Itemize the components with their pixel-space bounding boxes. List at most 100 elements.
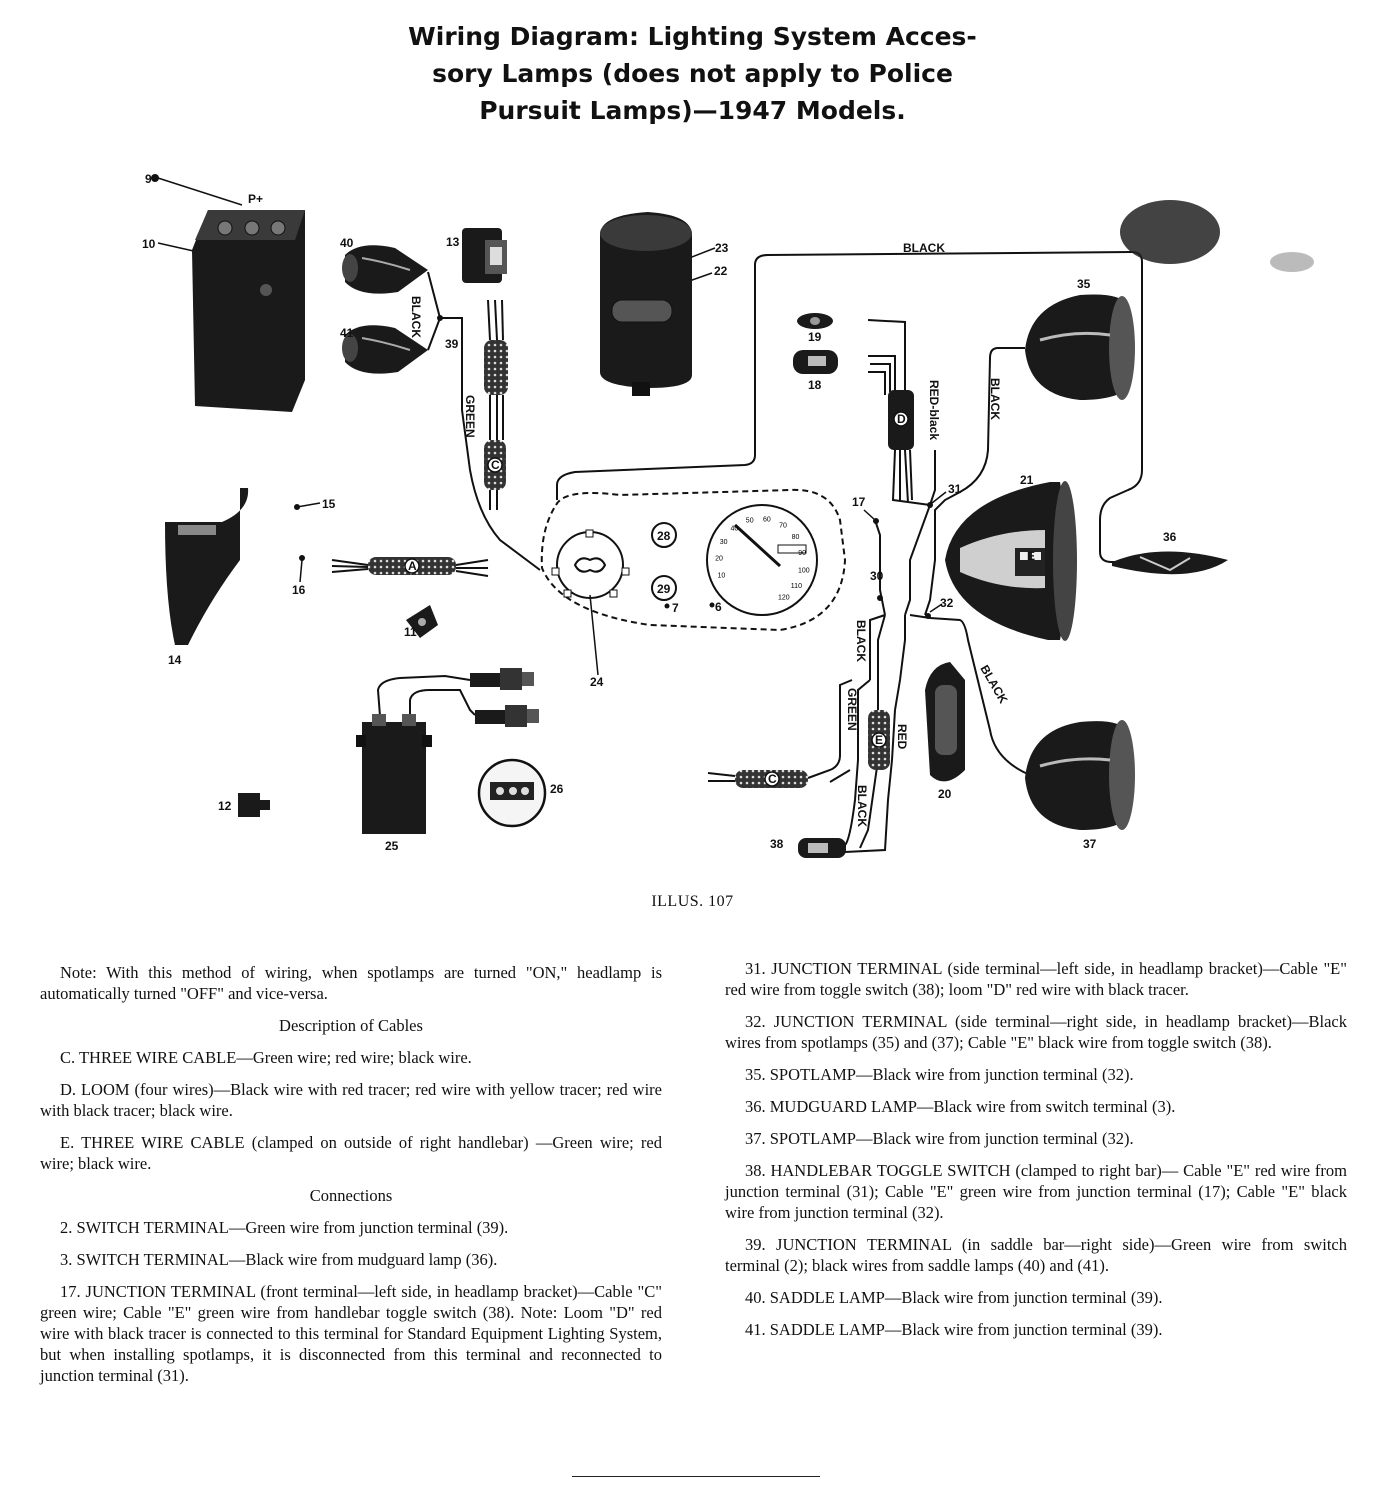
wire-label-red-center: RED <box>895 724 909 750</box>
spark-plug-upper <box>470 668 534 690</box>
speedometer-tick-label: 40 <box>731 525 739 532</box>
saddle-lamp-40 <box>342 245 428 294</box>
junction-dots <box>151 174 933 619</box>
entry-description: (clamped on outside of right handlebar) … <box>40 1133 662 1173</box>
ignition-coil-25 <box>356 714 432 834</box>
entry-item: 32. JUNCTION TERMINAL (side terminal—rig… <box>725 1011 1347 1053</box>
wire-label-black-35: BLACK <box>988 378 1002 420</box>
entry-item: C. THREE WIRE CABLE—Green wire; red wire… <box>40 1047 662 1068</box>
toggle-switch-38 <box>798 838 846 858</box>
right-column: 31. JUNCTION TERMINAL (side terminal—lef… <box>725 958 1347 1351</box>
label-15: 15 <box>322 497 336 511</box>
left-connections-list: 2. SWITCH TERMINAL—Green wire from junct… <box>40 1217 662 1386</box>
entry-item: 3. SWITCH TERMINAL—Black wire from mudgu… <box>40 1249 662 1270</box>
cable-c-braid-left <box>484 440 506 490</box>
terminal-9-dot <box>151 174 159 182</box>
cable-a-braid <box>368 557 456 575</box>
cable-letter-c-lower: C <box>768 772 777 786</box>
pointer-16 <box>299 559 303 583</box>
entry-description: —Black wire from junction terminal (32). <box>855 1065 1134 1084</box>
speedometer-tick-label: 20 <box>715 555 723 562</box>
pointer-31 <box>931 491 947 504</box>
wire-center-bundle <box>869 504 1031 776</box>
label-10: 10 <box>142 237 156 251</box>
entry-description: (front terminal—left side, in headlamp b… <box>40 1282 662 1385</box>
part-26-circuit-breaker <box>477 758 547 828</box>
wires <box>157 177 1143 853</box>
wire-label-black-38: BLACK <box>855 785 869 827</box>
entry-name: 31. JUNCTION TERMINAL <box>745 959 942 978</box>
entry-item: D. LOOM (four wires)—Black wire with red… <box>40 1079 662 1121</box>
speedometer-tick-label: 100 <box>798 567 810 574</box>
spotlamp-37 <box>1025 720 1135 830</box>
speedometer-tick-label: 110 <box>791 583 802 590</box>
entry-name: E. THREE WIRE CABLE <box>60 1133 245 1152</box>
cable-braid-upper <box>484 340 508 395</box>
terminal-15-dot <box>294 504 300 510</box>
label-13: 13 <box>446 235 460 249</box>
ignition-switch <box>556 531 624 599</box>
entry-description: (clamped to right bar)— Cable "E" red wi… <box>725 1161 1347 1222</box>
ink-smudge <box>1120 200 1314 272</box>
label-41: 41 <box>340 326 354 340</box>
entry-item: 37. SPOTLAMP—Black wire from junction te… <box>725 1128 1347 1149</box>
pointer-15 <box>296 502 321 508</box>
entry-name: 17. JUNCTION TERMINAL <box>60 1282 256 1301</box>
wire-label-black-top: BLACK <box>903 241 945 255</box>
left-column: Note: With this method of wiring, when s… <box>40 962 662 1397</box>
junction-17-dot <box>873 518 879 524</box>
cables-list: C. THREE WIRE CABLE—Green wire; red wire… <box>40 1047 662 1174</box>
label-11: 11 <box>404 625 417 639</box>
speedometer-tick-label: 120 <box>778 594 790 601</box>
right-connections-list: 31. JUNCTION TERMINAL (side terminal—lef… <box>725 958 1347 1340</box>
title-line-3: Pursuit Lamps)—1947 Models. <box>479 96 906 125</box>
label-25: 25 <box>385 839 399 853</box>
entry-item: 2. SWITCH TERMINAL—Green wire from junct… <box>40 1217 662 1238</box>
label-26: 26 <box>550 782 564 796</box>
entry-item: 36. MUDGUARD LAMP—Black wire from switch… <box>725 1096 1347 1117</box>
cable-c-braid <box>735 770 808 788</box>
wire-cable-a <box>331 559 489 577</box>
headlamp-21 <box>945 481 1077 641</box>
label-28: 28 <box>657 529 671 543</box>
label-7: 7 <box>672 601 679 615</box>
label-37: 37 <box>1083 837 1097 851</box>
entry-item: E. THREE WIRE CABLE (clamped on outside … <box>40 1132 662 1174</box>
entry-item: 31. JUNCTION TERMINAL (side terminal—lef… <box>725 958 1347 1000</box>
wire-black-saddle <box>427 271 441 351</box>
pointer-24 <box>589 594 599 676</box>
entry-name: 2. SWITCH TERMINAL <box>60 1218 229 1237</box>
title-line-1: Wiring Diagram: Lighting System Acces- <box>408 22 977 51</box>
speedometer-tick-label: 50 <box>746 518 754 525</box>
illustration-caption: ILLUS. 107 <box>651 893 734 910</box>
wire-label-green-center: GREEN <box>845 688 859 731</box>
part-12-connector <box>238 793 270 817</box>
battery <box>192 210 305 412</box>
label-14: 14 <box>168 653 182 667</box>
entry-description: —Black wire from mudguard lamp (36). <box>228 1250 498 1269</box>
junction-39-dot <box>437 315 443 321</box>
cable-letter-d: D <box>897 412 906 426</box>
entry-name: 37. SPOTLAMP <box>745 1129 856 1148</box>
label-31: 31 <box>948 482 962 496</box>
entry-description: —Black wire from switch terminal (3). <box>916 1097 1176 1116</box>
entry-name: 41. SADDLE LAMP <box>745 1320 885 1339</box>
entry-name: 35. SPOTLAMP <box>745 1065 856 1084</box>
entry-item: 41. SADDLE LAMP—Black wire from junction… <box>725 1319 1347 1340</box>
entry-item: 40. SADDLE LAMP—Black wire from junction… <box>725 1287 1347 1308</box>
cable-letter-c: C <box>491 458 500 472</box>
junction-32-dot <box>925 613 931 619</box>
indicator-28 <box>651 522 677 548</box>
part-14-bracket <box>165 488 249 645</box>
entry-description: —Black wire from junction terminal (32). <box>855 1129 1134 1148</box>
wire-loom-d-top <box>867 319 906 395</box>
terminal-30-dot <box>877 595 883 601</box>
cables-heading: Description of Cables <box>279 1016 423 1035</box>
label-21: 21 <box>1020 473 1034 487</box>
entry-item: 38. HANDLEBAR TOGGLE SWITCH (clamped to … <box>725 1160 1347 1223</box>
cable-loom-d-braid <box>888 390 914 450</box>
wire-label-red-black: RED-black <box>927 380 941 440</box>
pointer-17 <box>863 509 876 521</box>
